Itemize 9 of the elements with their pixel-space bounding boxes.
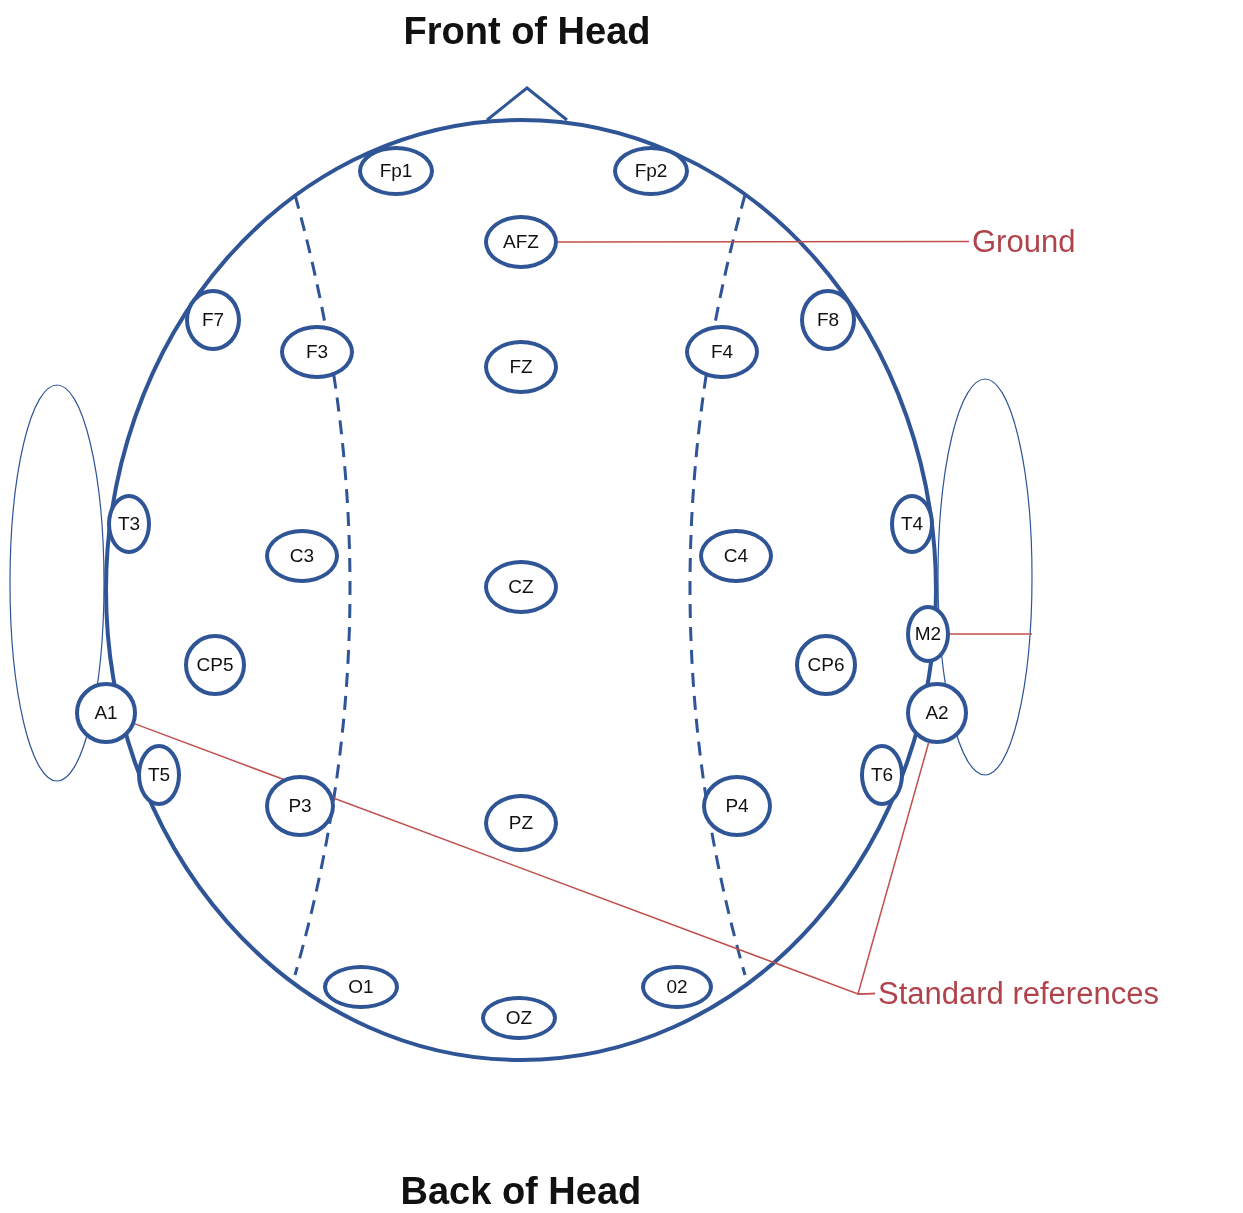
leader-line	[857, 742, 930, 995]
leader-line	[557, 240, 970, 243]
annotation-text: Standard references	[878, 978, 1159, 1009]
annotation-text: Ground	[972, 226, 1076, 257]
leader-line	[949, 633, 1033, 635]
electrode-marker: A2	[906, 682, 968, 744]
front-heading: Front of Head	[403, 12, 651, 50]
electrode-marker: A1	[75, 682, 137, 744]
back-heading: Back of Head	[400, 1172, 642, 1210]
